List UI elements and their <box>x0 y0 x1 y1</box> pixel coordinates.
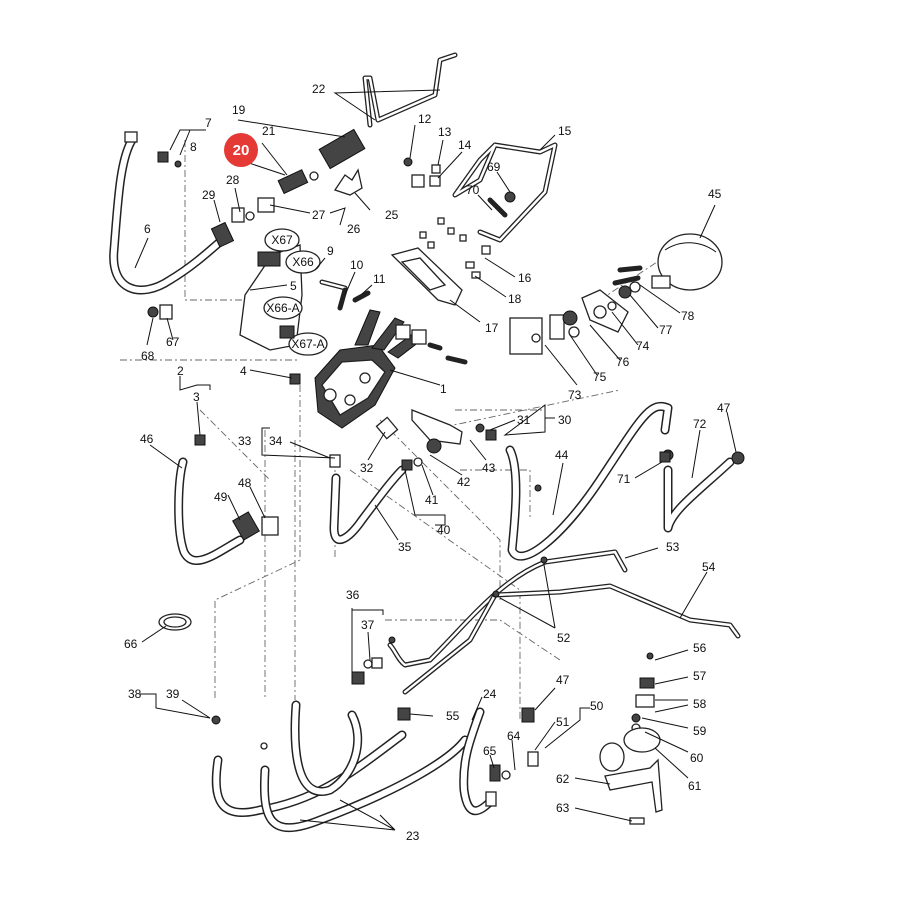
callout-10: 10 <box>350 258 364 272</box>
callout-47-upper: 47 <box>717 401 731 415</box>
callout-59: 59 <box>693 724 707 738</box>
callout-62: 62 <box>556 772 570 786</box>
callout-64: 64 <box>507 729 521 743</box>
connector-tags: X67 X66 X66-A X67-A <box>257 228 328 356</box>
callout-7: 7 <box>205 116 212 130</box>
callout-25: 25 <box>385 208 399 222</box>
callout-24: 24 <box>483 687 497 701</box>
callout-46: 46 <box>140 432 154 446</box>
callout-17: 17 <box>485 321 499 335</box>
highlight-badge[interactable] <box>224 133 258 167</box>
callout-50: 50 <box>590 699 604 713</box>
callout-3: 3 <box>193 390 200 404</box>
callout-4: 4 <box>240 364 247 378</box>
callout-70: 70 <box>466 183 480 197</box>
callout-30: 30 <box>558 413 572 427</box>
callout-39: 39 <box>166 687 180 701</box>
callout-9: 9 <box>327 244 334 258</box>
callout-22: 22 <box>312 82 326 96</box>
callout-52: 52 <box>557 631 571 645</box>
small-parts <box>124 128 745 825</box>
connector-tag-x66-a-text: X66-A <box>266 301 299 315</box>
callout-67: 67 <box>166 335 180 349</box>
callout-16: 16 <box>518 271 532 285</box>
callout-37: 37 <box>361 618 375 632</box>
callout-29: 29 <box>202 188 216 202</box>
callout-27: 27 <box>312 208 326 222</box>
callout-65: 65 <box>483 744 497 758</box>
leader-lines <box>134 89 737 831</box>
callout-36: 36 <box>346 588 360 602</box>
connector-tag-x66-text: X66 <box>292 255 314 269</box>
highlighted-callout-20[interactable]: 20 <box>224 133 258 167</box>
callout-76: 76 <box>616 355 630 369</box>
callout-47-lower: 47 <box>556 673 570 687</box>
connector-tag-x67-a-text: X67-A <box>291 337 324 351</box>
callout-34: 34 <box>269 434 283 448</box>
callout-73: 73 <box>568 388 582 402</box>
callout-78: 78 <box>681 309 695 323</box>
callout-75: 75 <box>593 370 607 384</box>
callout-8: 8 <box>190 140 197 154</box>
assembly-guide-lines <box>120 140 691 720</box>
callout-33: 33 <box>238 434 252 448</box>
callout-66: 66 <box>124 637 138 651</box>
valve-assembly <box>239 244 468 454</box>
callout-53: 53 <box>666 540 680 554</box>
callout-6: 6 <box>144 222 151 236</box>
callout-68: 68 <box>141 349 155 363</box>
pipes <box>362 52 741 695</box>
connector-tag-x66-a <box>263 296 303 320</box>
callout-55: 55 <box>446 709 460 723</box>
callout-40: 40 <box>437 523 451 537</box>
connector-tag-x67-a <box>288 332 328 356</box>
callout-58: 58 <box>693 697 707 711</box>
callout-63: 63 <box>556 801 570 815</box>
connector-tag-x67 <box>264 228 300 252</box>
callout-54: 54 <box>702 560 716 574</box>
callout-26: 26 <box>347 222 361 236</box>
callout-28: 28 <box>226 173 240 187</box>
callout-15: 15 <box>558 124 572 138</box>
callout-44: 44 <box>555 448 569 462</box>
callout-43: 43 <box>482 461 496 475</box>
callout-72: 72 <box>693 417 707 431</box>
callout-61: 61 <box>688 779 702 793</box>
callout-numbers: 1 2 3 4 5 6 7 8 9 10 11 12 13 14 15 16 1… <box>124 82 731 843</box>
callout-35: 35 <box>398 540 412 554</box>
callout-19: 19 <box>232 103 246 117</box>
connector-tag-x66 <box>285 250 321 274</box>
callout-45: 45 <box>708 187 722 201</box>
callout-77: 77 <box>659 323 673 337</box>
callout-41: 41 <box>425 493 439 507</box>
callout-18: 18 <box>508 292 522 306</box>
callout-38: 38 <box>128 687 142 701</box>
callout-1: 1 <box>440 382 447 396</box>
callout-32: 32 <box>360 461 374 475</box>
callout-14: 14 <box>458 138 472 152</box>
callout-11: 11 <box>373 272 386 286</box>
callout-57: 57 <box>693 669 707 683</box>
callout-2: 2 <box>177 364 184 378</box>
callout-31: 31 <box>517 413 531 427</box>
callout-49: 49 <box>214 490 228 504</box>
callout-5: 5 <box>290 279 297 293</box>
callout-12: 12 <box>418 112 432 126</box>
callout-48: 48 <box>238 476 252 490</box>
highlight-badge-label: 20 <box>233 142 250 159</box>
callout-71: 71 <box>617 472 631 486</box>
callout-56: 56 <box>693 641 707 655</box>
hoses <box>109 135 735 833</box>
callout-21: 21 <box>262 124 276 138</box>
connector-tag-x67-text: X67 <box>271 233 293 247</box>
callout-13: 13 <box>438 125 452 139</box>
callout-42: 42 <box>457 475 471 489</box>
callout-60: 60 <box>690 751 704 765</box>
callout-69: 69 <box>487 160 501 174</box>
callout-74: 74 <box>636 339 650 353</box>
callout-23: 23 <box>406 829 420 843</box>
callout-51: 51 <box>556 715 570 729</box>
